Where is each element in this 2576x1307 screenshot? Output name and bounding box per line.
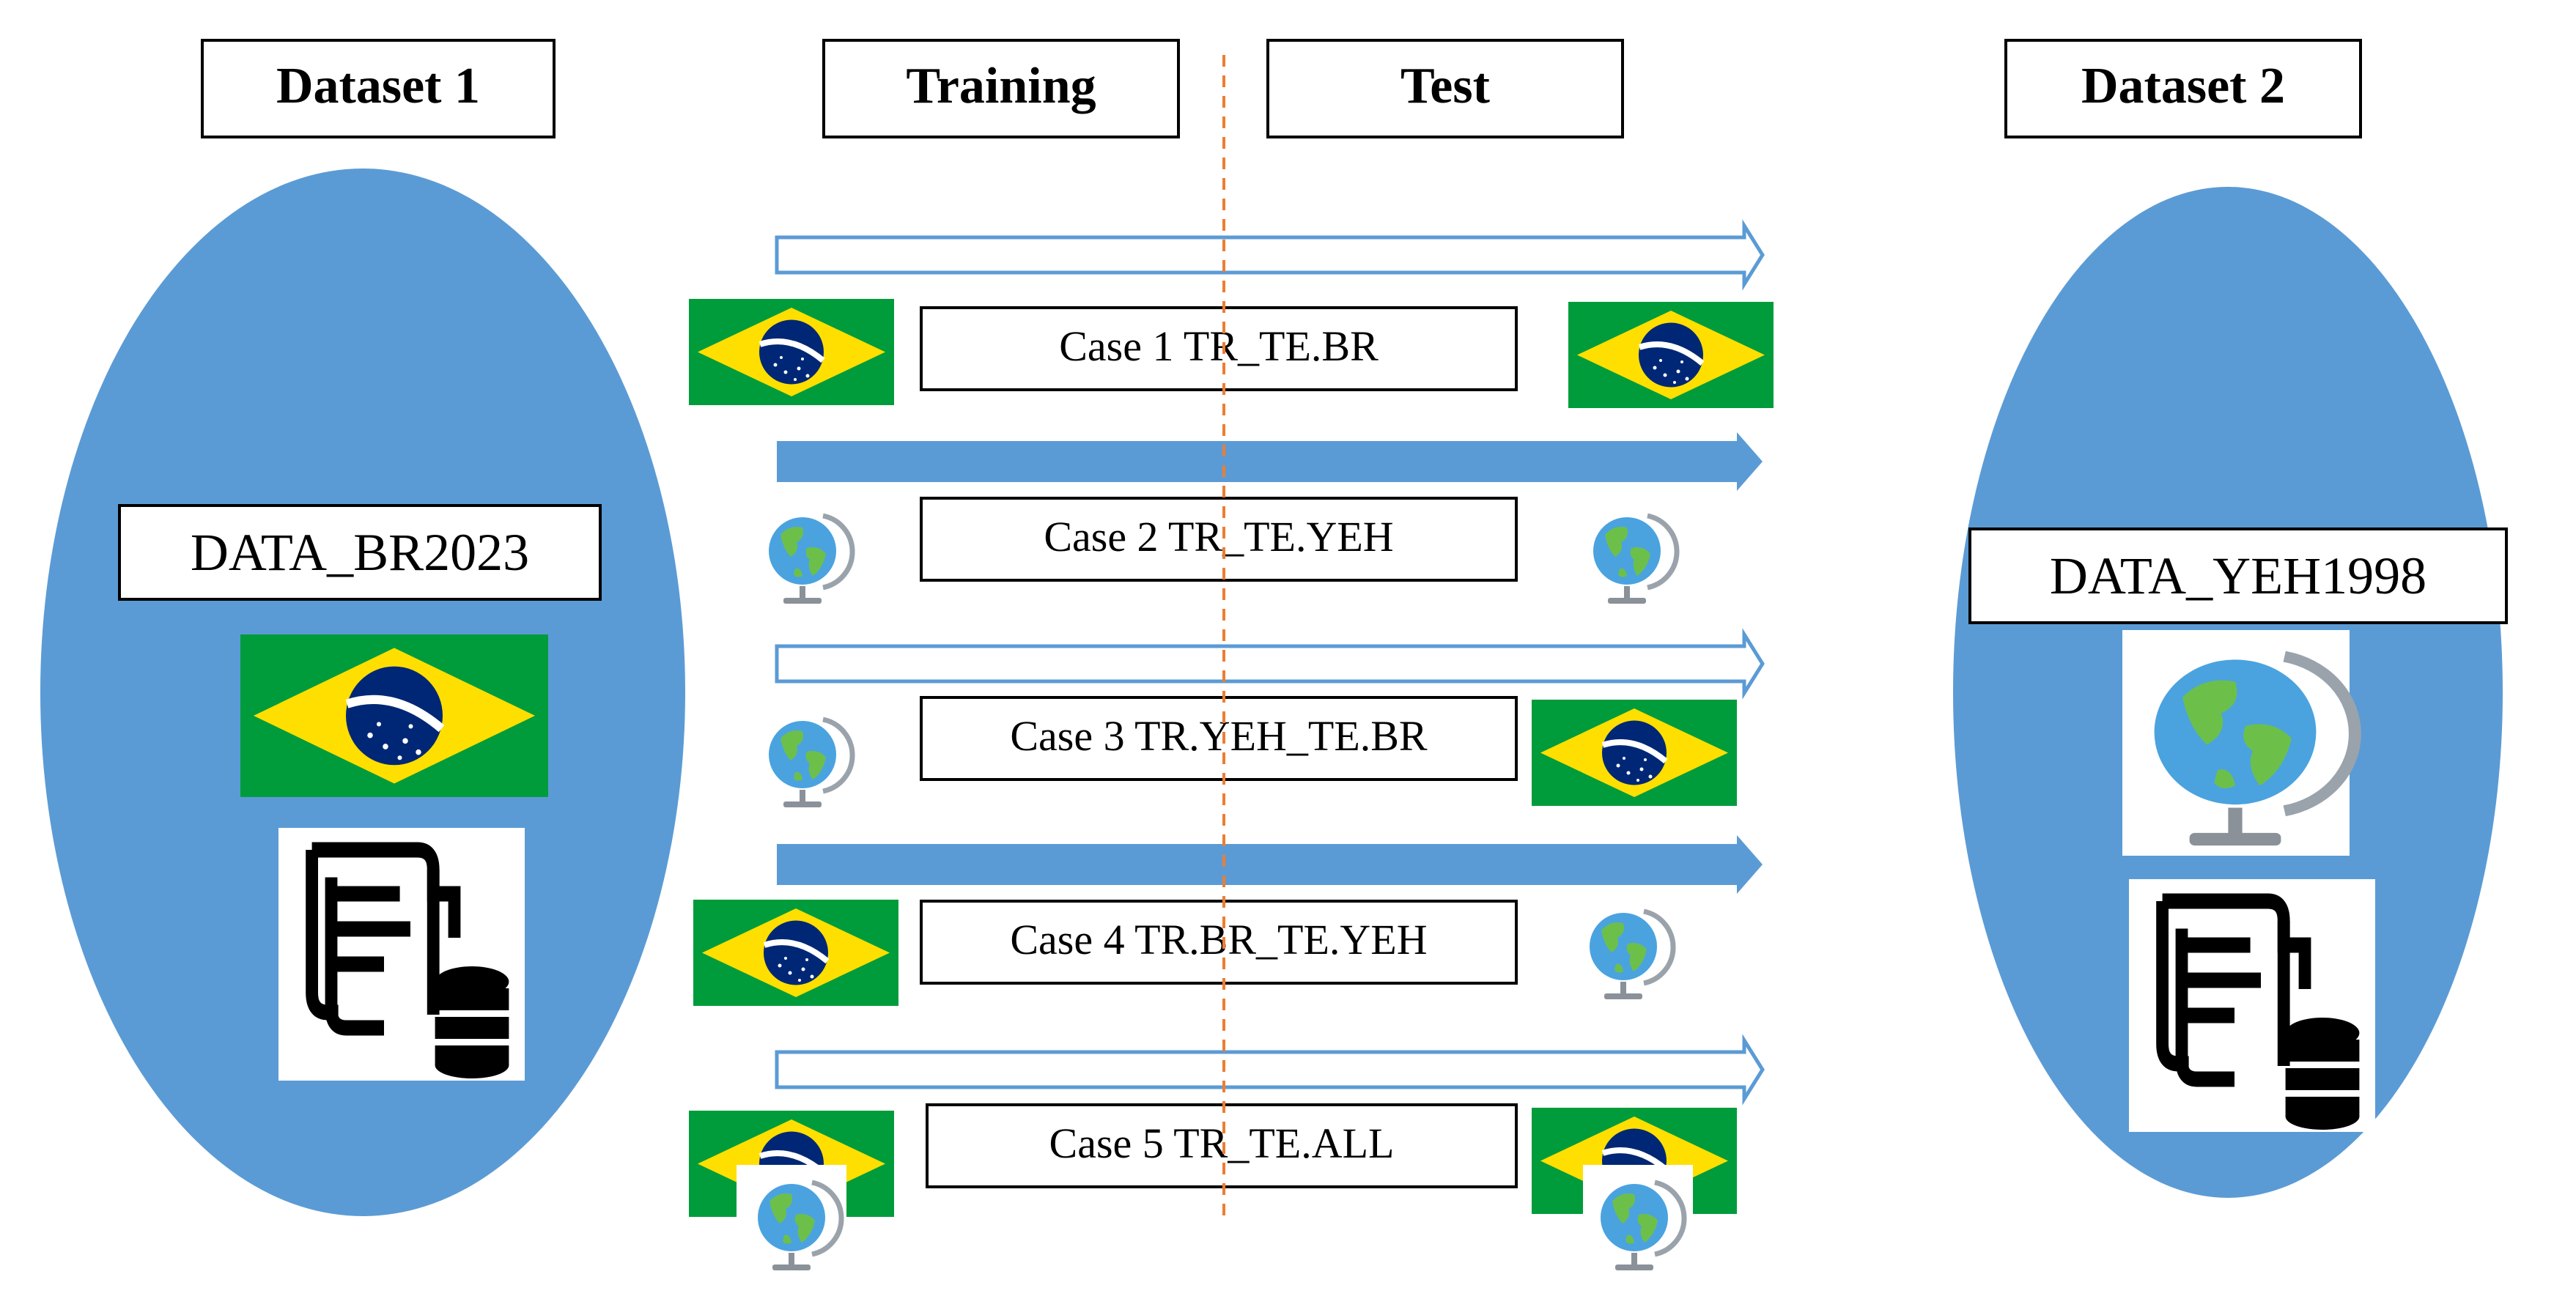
case1-label-box: Case 1 TR_TE.BR [920,306,1518,391]
svg-text:Case 5 TR_TE.ALL: Case 5 TR_TE.ALL [1049,1119,1395,1167]
case5-arrow [777,1040,1763,1099]
svg-text:Case 4 TR.BR_TE.YEH: Case 4 TR.BR_TE.YEH [1010,916,1427,963]
svg-text:Dataset 2: Dataset 2 [2081,58,2285,114]
case5-train-globe-badge [737,1165,846,1275]
case3-train-globe-icon [769,719,852,807]
svg-text:DATA_YEH1998: DATA_YEH1998 [2050,547,2426,605]
case3-arrow [777,634,1763,693]
case2-arrow [777,432,1763,491]
case4-arrow [777,835,1763,894]
case4-train-brazil-flag [693,900,898,1006]
header-dataset2: Dataset 2 [2004,39,2362,138]
case5-label-box: Case 5 TR_TE.ALL [926,1103,1518,1188]
dataset1-name-box: DATA_BR2023 [118,504,602,601]
dataset2-name-box: DATA_YEH1998 [1968,527,2508,624]
svg-text:Test: Test [1400,58,1490,114]
header-training: Training [822,39,1180,138]
case1-arrow [777,226,1763,284]
svg-text:Training: Training [906,58,1096,114]
case2-train-globe-icon [769,516,852,604]
case4-label-box: Case 4 TR.BR_TE.YEH [920,900,1518,985]
case2-test-globe-icon [1593,516,1677,604]
dataset2-globe [2122,630,2355,856]
svg-text:Case 3 TR.YEH_TE.BR: Case 3 TR.YEH_TE.BR [1010,712,1428,760]
svg-text:Case 1 TR_TE.BR: Case 1 TR_TE.BR [1059,322,1379,370]
case2-label-box: Case 2 TR_TE.YEH [920,497,1518,582]
brazil-flag [240,634,548,797]
svg-text:Case 2 TR_TE.YEH: Case 2 TR_TE.YEH [1044,513,1393,560]
case3-label-box: Case 3 TR.YEH_TE.BR [920,696,1518,781]
header-test: Test [1266,39,1624,138]
case4-test-globe-icon [1590,911,1673,999]
document-database-icon [2129,879,2375,1132]
case3-test-brazil-flag [1532,700,1737,806]
case1-test-brazil-flag [1568,302,1774,408]
svg-text:Dataset 1: Dataset 1 [276,58,480,114]
case5-test-globe-badge [1583,1165,1693,1275]
svg-text:DATA_BR2023: DATA_BR2023 [191,523,529,582]
document-database-icon [278,828,525,1081]
header-dataset1: Dataset 1 [201,39,556,138]
case1-train-brazil-flag [689,299,894,405]
